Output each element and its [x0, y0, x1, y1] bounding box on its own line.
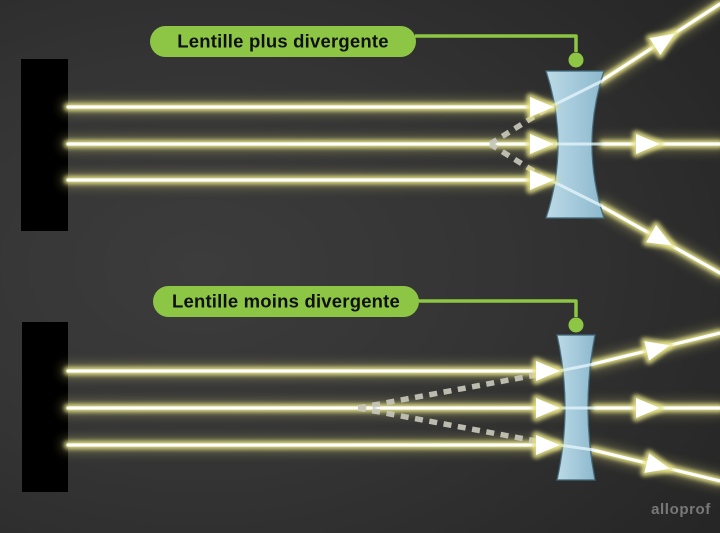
inner-ray: [548, 178, 604, 208]
light-rays-bottom: [68, 333, 720, 481]
label-text-bottom: Lentille moins divergente: [172, 291, 400, 312]
label-pill: [150, 26, 416, 57]
inner-ray: [557, 443, 596, 452]
virtual-ray-dashed: [357, 405, 553, 447]
virtual-focal-rays-bottom: [357, 369, 553, 447]
alloprof-watermark: alloprof: [651, 501, 711, 518]
label-pointer-top: [415, 34, 584, 68]
scene-more-divergent: Lentille plus divergente: [21, 4, 720, 273]
label-bottom: Lentille moins divergente: [153, 286, 419, 317]
virtual-focal-rays-top: [488, 105, 550, 183]
rays-inside-lens-top: [548, 79, 605, 208]
pointer-line: [415, 299, 578, 317]
label-pill: [153, 286, 419, 317]
virtual-ray-dashed: [488, 141, 550, 183]
pointer-dot: [568, 317, 584, 333]
virtual-ray-dashed: [357, 369, 553, 411]
label-text-top: Lentille plus divergente: [177, 31, 388, 52]
label-top: Lentille plus divergente: [150, 26, 416, 57]
scene-less-divergent: Lentille moins divergente: [22, 286, 720, 492]
pointer-dot: [568, 52, 584, 68]
inner-ray: [557, 362, 596, 373]
inner-ray: [548, 79, 604, 109]
label-pointer-bottom: [415, 299, 584, 333]
rays-inside-lens-bottom: [557, 362, 597, 452]
pointer-line: [415, 34, 578, 52]
virtual-ray-dashed: [488, 105, 550, 147]
